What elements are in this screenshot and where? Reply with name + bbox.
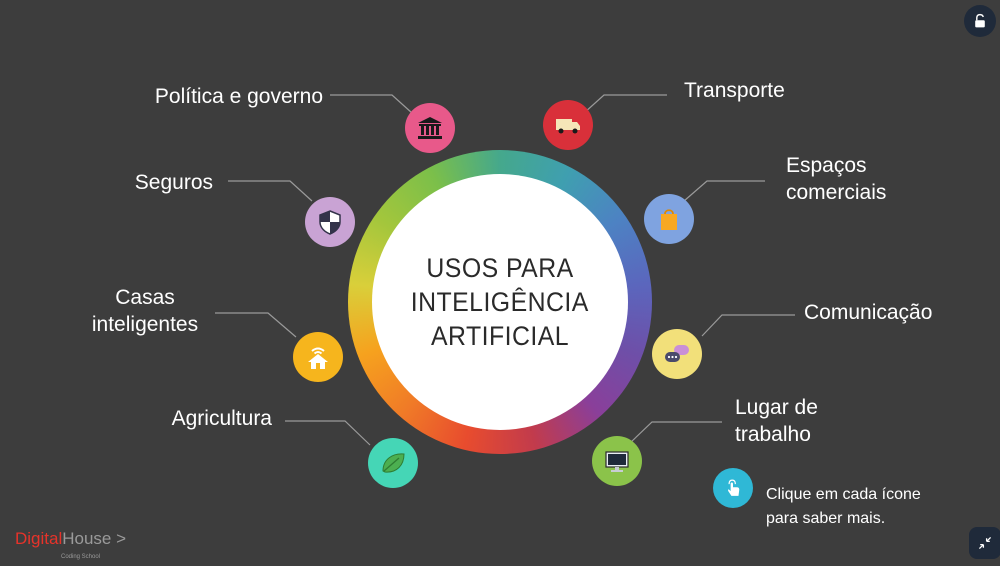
smart-home-icon: [308, 347, 328, 369]
label-politica: Política e governo: [154, 85, 323, 108]
bank-icon: [418, 117, 442, 139]
connector-agricultura: [285, 420, 371, 446]
digital-house-logo: DigitalHouse > Coding School: [15, 529, 127, 561]
logo-part1: Digital: [15, 529, 63, 548]
monitor-icon: [605, 451, 629, 472]
trabalho-button[interactable]: [592, 436, 642, 486]
hint-line2: para saber mais.: [766, 510, 886, 527]
label-transporte: Transporte: [684, 79, 785, 102]
logo-part2: House: [62, 529, 112, 548]
center-title-line3: ARTIFICIAL: [430, 321, 570, 351]
connector-politica: [330, 94, 413, 114]
connector-espacos: [683, 180, 765, 202]
label-espacos-line1: Espaços: [786, 154, 867, 177]
connector-seguros: [228, 180, 313, 202]
center-title-line2: INTELIGÊNCIA: [410, 287, 590, 317]
center-title: USOS PARA INTELIGÊNCIA ARTIFICIAL: [372, 174, 628, 430]
label-comunicacao: Comunicação: [804, 301, 933, 324]
label-espacos: Espaços comerciais: [786, 152, 886, 206]
politica-button[interactable]: [405, 103, 455, 153]
label-casas-line2: inteligentes: [91, 313, 199, 336]
hint-line1: Clique em cada ícone: [766, 486, 921, 503]
hint-tap-badge: [713, 468, 753, 508]
truck-icon: [556, 119, 580, 134]
chat-icon: [665, 345, 689, 362]
connector-casas: [215, 312, 297, 338]
logo-sub: Coding School: [61, 554, 101, 560]
shopping-bag-icon: [661, 209, 677, 230]
espacos-button[interactable]: [644, 194, 694, 244]
transporte-button[interactable]: [543, 100, 593, 150]
collapse-icon: [978, 536, 992, 550]
seguros-button[interactable]: [305, 197, 355, 247]
label-casas: Casas inteligentes: [80, 284, 210, 338]
label-casas-line1: Casas: [115, 286, 175, 309]
shield-icon: [319, 210, 341, 235]
center-title-line1: USOS PARA: [426, 253, 574, 283]
logo-suffix: >: [116, 529, 127, 548]
label-trabalho-line2: trabalho: [735, 423, 811, 446]
label-trabalho-line1: Lugar de: [735, 396, 818, 419]
tap-icon: [728, 479, 740, 496]
unlock-button[interactable]: [964, 5, 996, 37]
label-agricultura: Agricultura: [171, 407, 272, 430]
label-seguros: Seguros: [134, 171, 213, 194]
leaf-icon: [382, 453, 405, 473]
collapse-button[interactable]: [969, 527, 1000, 559]
connector-comunicacao: [701, 314, 795, 337]
label-trabalho: Lugar de trabalho: [735, 394, 818, 448]
casas-button[interactable]: [293, 332, 343, 382]
connector-trabalho: [629, 421, 722, 444]
connector-transporte: [583, 94, 667, 114]
agricultura-button[interactable]: [368, 438, 418, 488]
label-espacos-line2: comerciais: [786, 181, 887, 204]
unlock-icon: [975, 13, 985, 28]
hint-text: Clique em cada ícone para saber mais.: [766, 483, 921, 531]
comunicacao-button[interactable]: [652, 329, 702, 379]
